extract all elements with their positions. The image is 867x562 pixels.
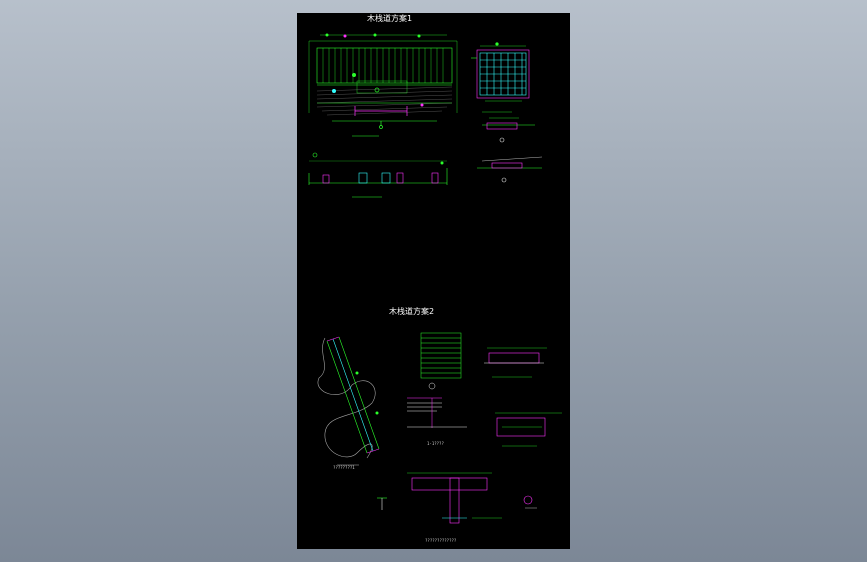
scheme1-plan-hatching (316, 86, 453, 116)
scheme1-elevation (308, 152, 448, 198)
scale-note: ????????1 (333, 465, 355, 470)
scheme2-detail-a (484, 347, 547, 378)
scheme1-detail-labels (480, 42, 526, 113)
scheme2-detail-b (495, 412, 562, 447)
scheme1-plan-annotations (320, 33, 447, 129)
scheme2-section-1-1 (407, 397, 467, 428)
cad-drawing-sheet[interactable]: 木栈道方案1 (297, 13, 570, 549)
scheme2-deck-plan (420, 332, 462, 390)
scheme1-detail-grid-outline (471, 49, 530, 99)
scheme1-detail-grid (479, 52, 527, 96)
scheme1-title: 木栈道方案1 (367, 13, 412, 23)
scheme1-plan-view (308, 40, 458, 122)
scheme1-section (477, 156, 543, 183)
scheme1-beam-detail (482, 117, 535, 143)
footer-note: ????????????? (425, 538, 457, 543)
section-mark-1-1: 1-1???? (427, 441, 444, 446)
scheme2-bottom-section (377, 472, 537, 524)
scheme2-boardwalk-plan (317, 336, 380, 466)
cad-drawing-canvas: 木栈道方案1 (308, 13, 562, 543)
scheme2-title: 木栈道方案2 (389, 306, 434, 316)
